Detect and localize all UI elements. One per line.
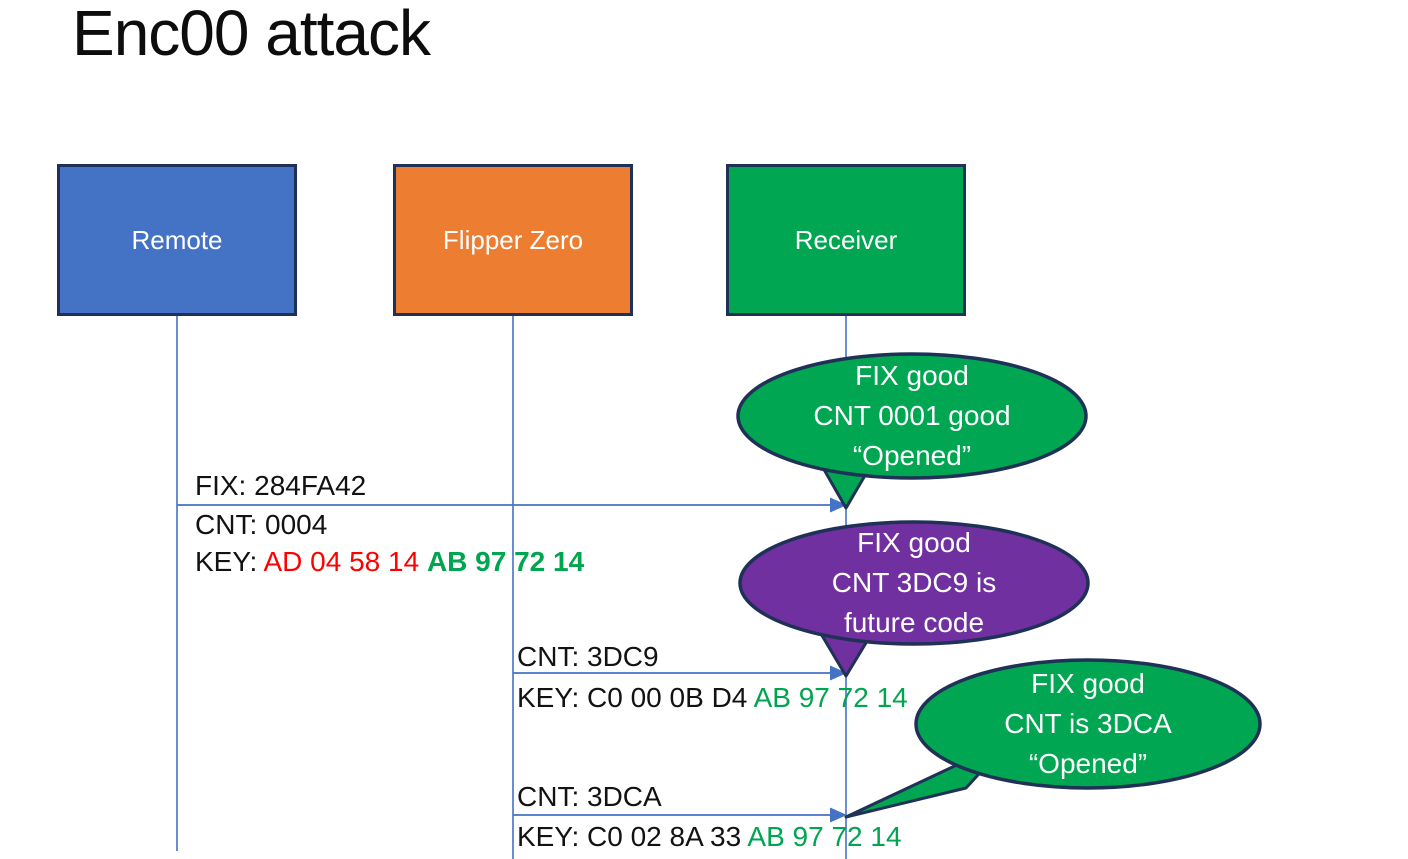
callout-text-opened-1: FIX good CNT 0001 good “Opened” (738, 354, 1086, 478)
callout-2-line-1: FIX good (857, 527, 971, 558)
callout-text-opened-2: FIX good CNT is 3DCA “Opened” (916, 660, 1260, 788)
callout-1-line-1: FIX good (855, 360, 969, 391)
message-cnt-0004-label: CNT: 0004 (195, 509, 328, 540)
key-2-green-bytes: AB 97 72 14 (753, 682, 908, 713)
message-key-1-label: KEY: AD 04 58 14 AB 97 72 14 (195, 546, 584, 578)
arrowhead-flipper-to-receiver-1 (830, 665, 847, 681)
callout-1-line-3: “Opened” (852, 440, 972, 471)
callout-bubble-opened-1 (736, 352, 1088, 480)
actor-label-remote: Remote (131, 224, 223, 255)
callout-bubble-future-code (738, 520, 1090, 646)
actor-box-remote: Remote (57, 164, 297, 316)
actor-box-flipper-zero: Flipper Zero (393, 164, 633, 316)
key-1-prefix: KEY: (195, 546, 264, 577)
callout-3-line-1: FIX good (1031, 668, 1145, 699)
callout-3-line-3: “Opened” (1028, 748, 1148, 779)
arrowhead-remote-to-receiver (830, 497, 847, 513)
callout-bubble-opened-2 (914, 658, 1262, 790)
actor-label-receiver: Receiver (794, 224, 898, 255)
callout-2-line-3: future code (843, 607, 985, 638)
actor-box-receiver: Receiver (726, 164, 966, 316)
key-1-green-bytes: AB 97 72 14 (426, 546, 585, 577)
actor-label-flipper-zero: Flipper Zero (442, 224, 584, 255)
message-fix-label: FIX: 284FA42 (195, 470, 367, 501)
slide-title: Enc00 attack (72, 0, 431, 69)
key-3-green-bytes: AB 97 72 14 (747, 821, 902, 852)
message-key-2-label: KEY: C0 00 0B D4 AB 97 72 14 (517, 682, 908, 714)
key-2-prefix: KEY: C0 00 0B D4 (517, 682, 754, 713)
message-key-3-label: KEY: C0 02 8A 33 AB 97 72 14 (517, 821, 902, 853)
arrowhead-flipper-to-receiver-2 (830, 807, 847, 823)
message-cnt-3dca-label: CNT: 3DCA (517, 781, 662, 812)
callout-2-line-2: CNT 3DC9 is (831, 567, 997, 598)
callout-text-future-code: FIX good CNT 3DC9 is future code (740, 522, 1088, 644)
key-1-red-bytes: AD 04 58 14 (263, 546, 427, 577)
key-3-prefix: KEY: C0 02 8A 33 (517, 821, 748, 852)
message-cnt-3dc9-label: CNT: 3DC9 (517, 641, 659, 672)
callout-1-line-2: CNT 0001 good (813, 400, 1011, 431)
callout-3-line-2: CNT is 3DCA (1004, 708, 1172, 739)
